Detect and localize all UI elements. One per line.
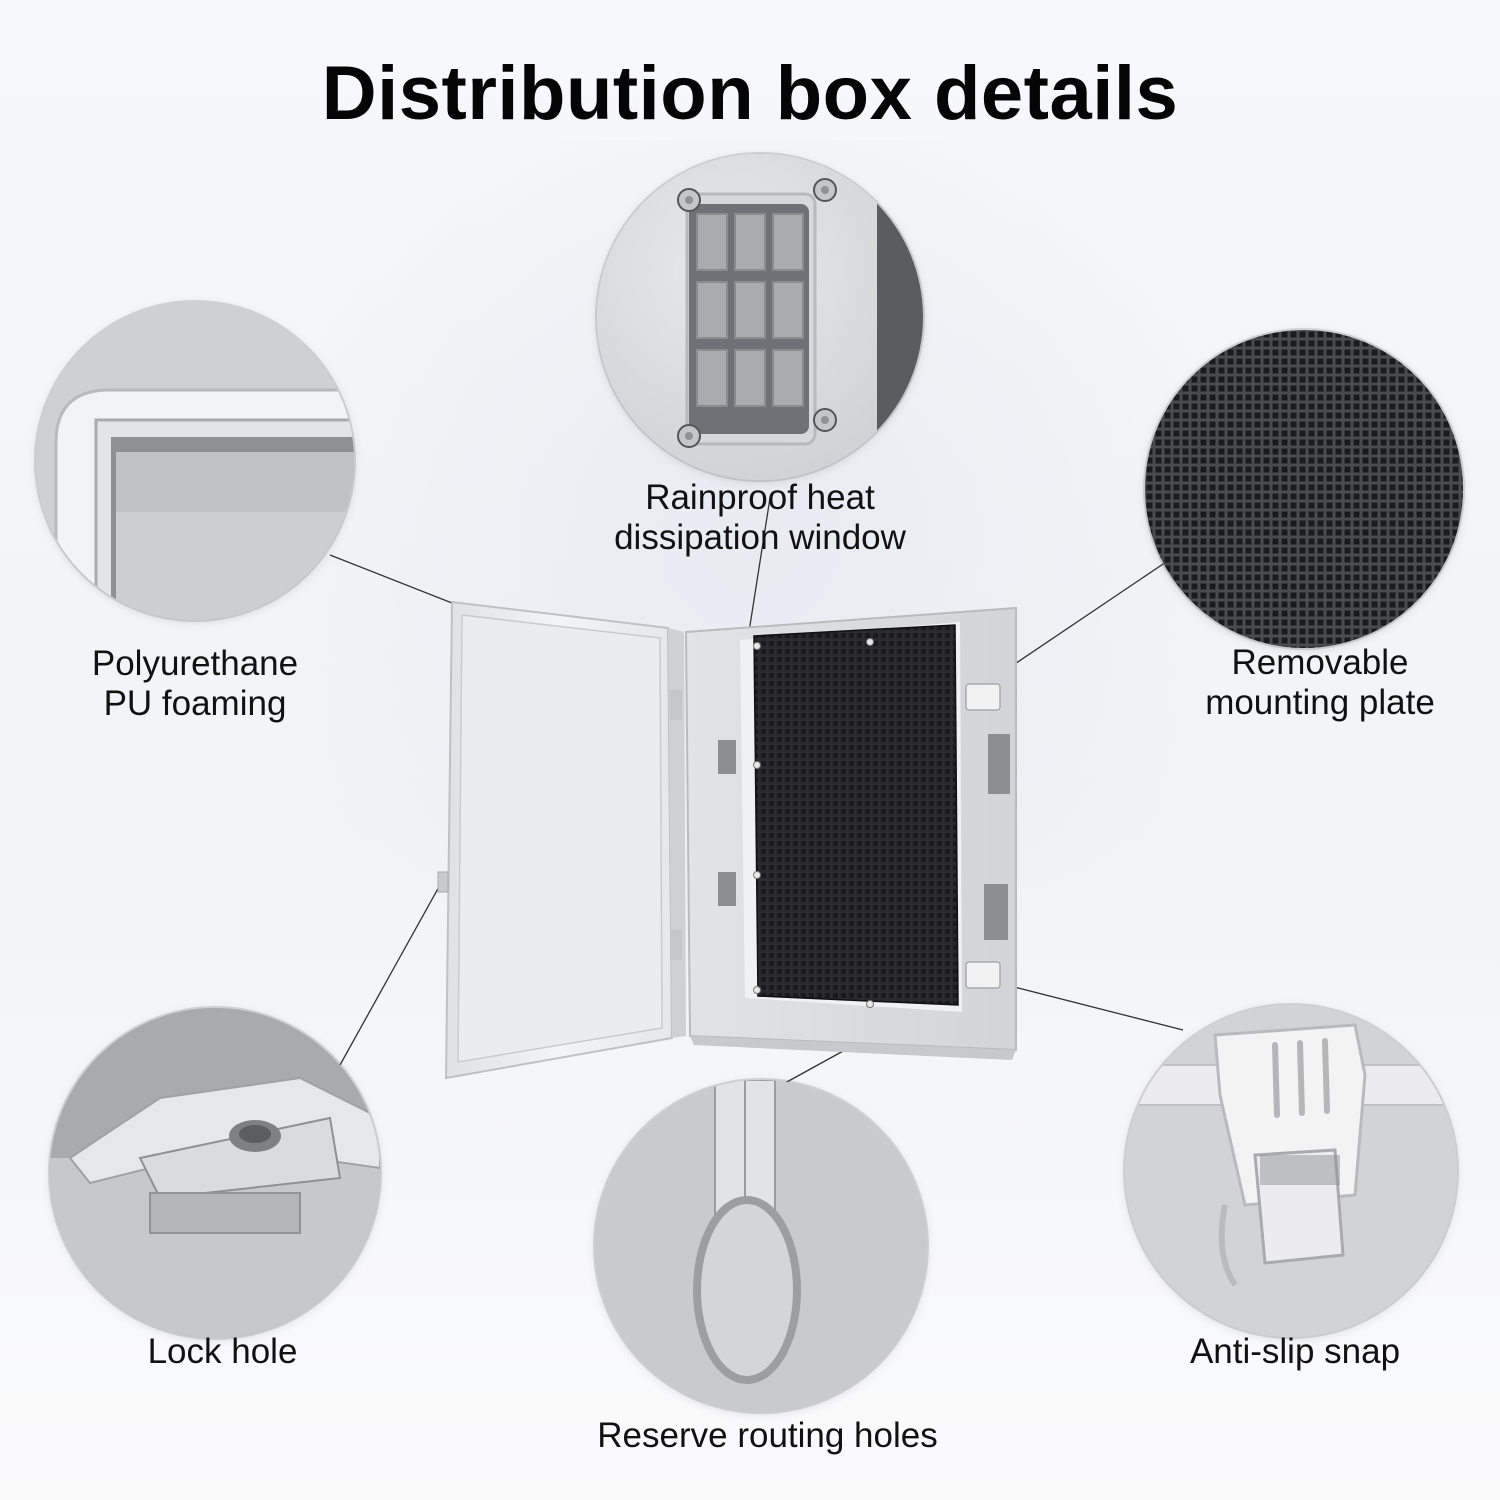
perforated-plate-icon [1145,330,1463,648]
vent-grille-icon [677,154,923,480]
routing-holes-detail [595,1080,927,1412]
connector-foam [329,554,453,604]
box-body [684,606,1017,1060]
label-mounting-plate: Removable mounting plate [1160,643,1480,723]
label-vent-line2: dissipation window [614,518,906,557]
label-pu-foaming: Polyurethane PU foaming [40,644,350,724]
connector-lock [339,884,441,1066]
anti-slip-snap-detail [1125,1005,1457,1337]
label-vent-line1: Rainproof heat [645,478,875,517]
label-routing-holes: Reserve routing holes [540,1416,995,1456]
label-vent-window: Rainproof heat dissipation window [560,478,960,558]
door-seal-icon [36,302,354,620]
snap-latch-icon [1125,1005,1457,1337]
lock-hole-detail [50,1008,380,1338]
open-door [437,600,686,1080]
label-foam-line1: Polyurethane [91,644,299,683]
knockout-hole-icon [595,1080,927,1412]
pu-foaming-detail [36,302,354,620]
label-routing-text: Reserve routing holes [597,1416,938,1455]
label-plate-line1: Removable [1231,643,1409,682]
label-foam-line2: PU foaming [103,684,287,723]
mounting-plate-detail [1145,330,1463,648]
label-snap-text: Anti-slip snap [1189,1332,1401,1371]
label-lock-text: Lock hole [147,1332,298,1371]
label-plate-line2: mounting plate [1205,683,1435,722]
vent-window-detail [597,154,923,480]
label-anti-slip-snap: Anti-slip snap [1150,1332,1440,1372]
lock-hole-icon [50,1008,380,1338]
label-lock-hole: Lock hole [80,1332,365,1372]
page-title: Distribution box details [321,51,1179,136]
